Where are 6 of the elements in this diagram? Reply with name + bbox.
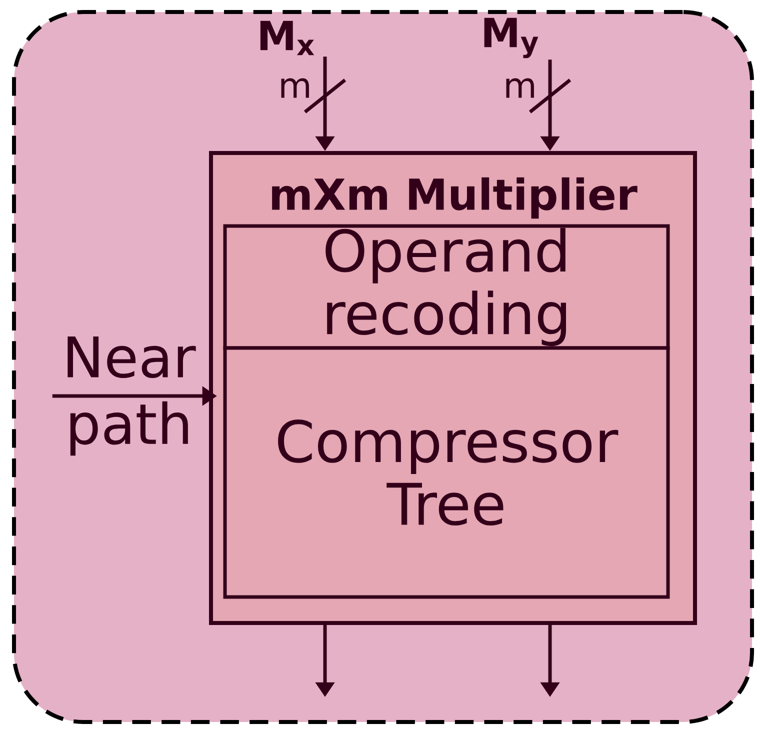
signal-label: Near path bbox=[68, 336, 196, 456]
signal-label: M$_{x}$ bbox=[260, 20, 314, 56]
edge-label: m bbox=[506, 78, 534, 98]
stage-box: Operand recoding bbox=[223, 224, 670, 350]
signal-label: M$_{y}$ bbox=[484, 18, 538, 58]
edge-label: m bbox=[281, 78, 309, 98]
